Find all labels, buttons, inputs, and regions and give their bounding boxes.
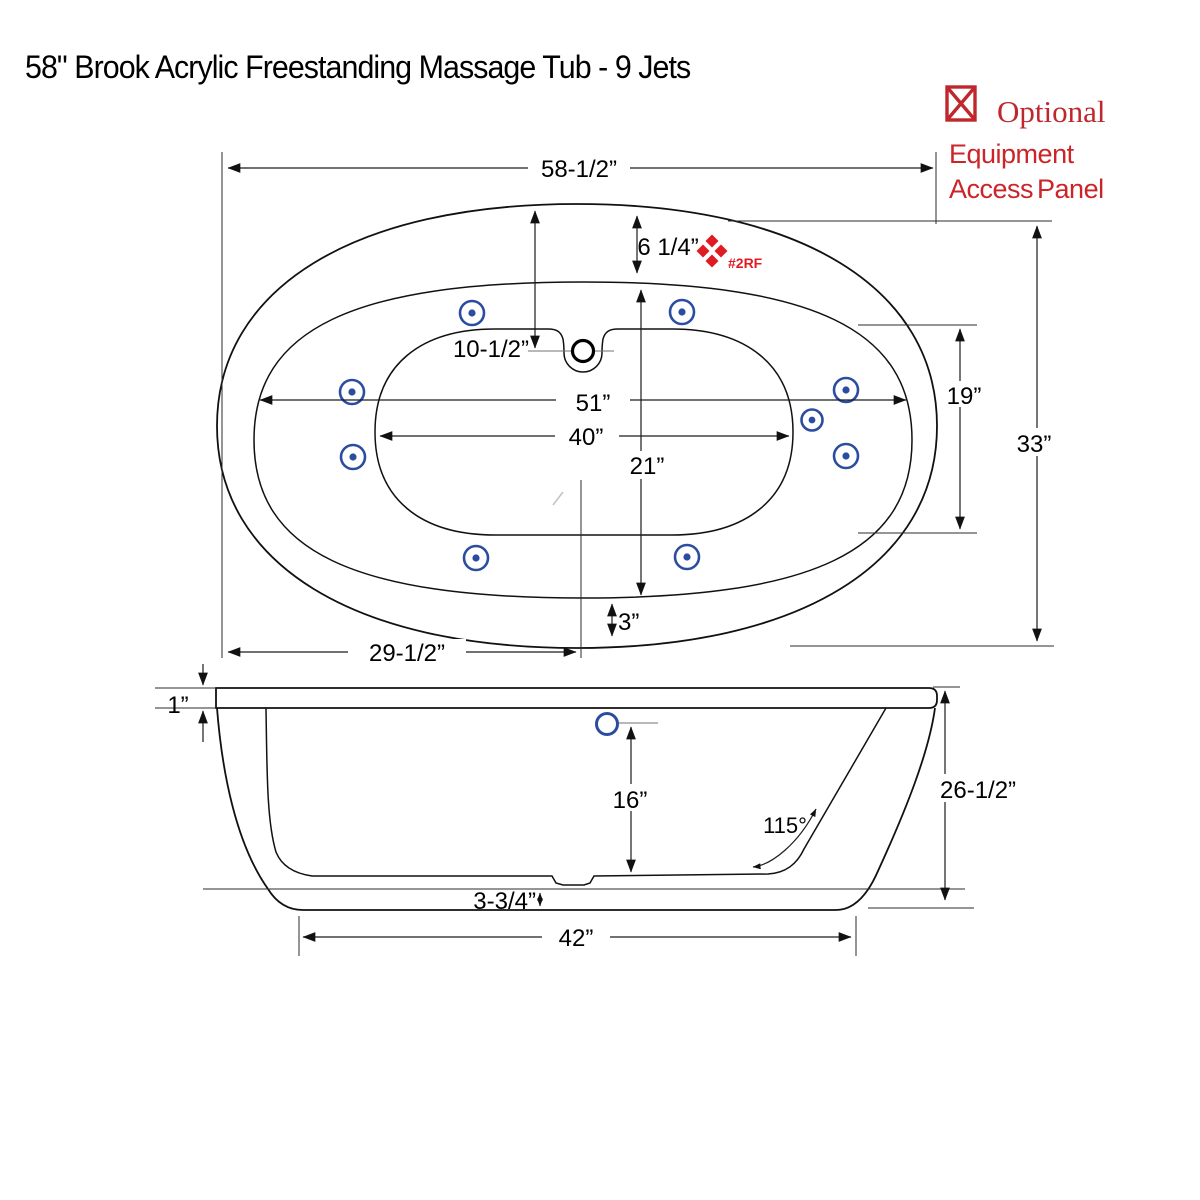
dim-faucet-center-label: 10-1/2”	[453, 336, 529, 363]
jet-icon	[673, 543, 701, 571]
dim-drain-offset-label: 29-1/2”	[369, 640, 445, 667]
outer-rim-outline	[216, 203, 938, 649]
dim-overall-width-label: 33”	[1017, 431, 1052, 458]
top-view	[216, 203, 938, 649]
faucet-hole-icon	[570, 338, 596, 364]
dim-faucet-height: 16”	[602, 726, 658, 873]
dim-faucet-height-label: 16”	[613, 787, 648, 814]
optional-equipment-note: Optional Equipment Access Panel	[945, 85, 1106, 204]
dim-rim-thickness-label: 1”	[167, 692, 188, 719]
page-title: 58" Brook Acrylic Freestanding Massage T…	[25, 49, 691, 85]
side-view-dimensions: 1” 16” 115° 26-1/2” 3-3/4”	[155, 664, 1026, 956]
dim-deck-bottom: 3”	[607, 603, 639, 637]
dim-drain-offset: 29-1/2”	[227, 639, 577, 667]
jet-icon	[462, 544, 490, 572]
dim-overall-length: 58-1/2”	[227, 154, 934, 183]
dim-rim-width: 19”	[938, 328, 990, 530]
brand-logo: #2RF	[696, 234, 763, 271]
dim-base-length-label: 42”	[559, 925, 594, 952]
jet-icon	[800, 408, 824, 432]
faucet-icon-side	[595, 712, 619, 736]
logo-diamonds-icon	[696, 234, 728, 268]
dim-faucet-center: 10-1/2”	[453, 210, 540, 363]
dim-backrest-angle-label: 115°	[763, 813, 807, 838]
note-line-optional: Optional	[997, 94, 1106, 129]
dim-overall-length-label: 58-1/2”	[541, 156, 617, 183]
note-line-access-panel: Access Panel	[949, 174, 1104, 204]
dim-deck-bottom-label: 3”	[618, 609, 639, 636]
dim-base-clearance: 3-3/4”	[473, 888, 543, 915]
interior-outline	[265, 707, 887, 886]
jet-icon	[832, 376, 860, 404]
outer-body-outline	[216, 707, 936, 911]
dim-basin-length-label: 40”	[569, 424, 604, 451]
dim-rim-width-label: 19”	[947, 383, 982, 410]
dim-deck-top-label: 6 1/4”	[637, 234, 698, 261]
dim-deck-top: 6 1/4”	[632, 215, 699, 274]
dim-overall-height: 26-1/2”	[934, 690, 1026, 901]
dim-basin-width-label: 21”	[630, 453, 665, 480]
logo-label: #2RF	[728, 255, 763, 271]
checkbox-x-icon	[945, 85, 977, 122]
jet-icon	[458, 299, 486, 327]
inner-rim-outline	[253, 281, 913, 599]
dim-base-clearance-label: 3-3/4”	[473, 888, 536, 915]
jet-icon	[832, 442, 860, 470]
jet-icon	[339, 443, 367, 471]
dim-rim-length-label: 51”	[576, 390, 611, 417]
rim-band-outline	[215, 687, 938, 709]
dim-backrest-angle: 115°	[752, 808, 817, 870]
dim-overall-width: 33”	[1008, 225, 1064, 642]
dim-rim-thickness: 1”	[167, 664, 208, 742]
dim-basin-width: 21”	[618, 289, 676, 596]
dim-rim-length: 51”	[259, 389, 907, 417]
dim-base-length: 42”	[302, 923, 852, 952]
dim-basin-length: 40”	[379, 424, 790, 451]
basin-surface-mark	[552, 491, 564, 506]
dim-overall-height-label: 26-1/2”	[940, 777, 1016, 804]
jet-icon	[668, 298, 696, 326]
top-view-dimensions: 58-1/2” 6 1/4” 10-1/2” 51” 40”	[221, 152, 1064, 667]
note-line-equipment: Equipment	[949, 139, 1075, 169]
basin-outline	[374, 328, 794, 536]
side-view	[203, 687, 965, 911]
